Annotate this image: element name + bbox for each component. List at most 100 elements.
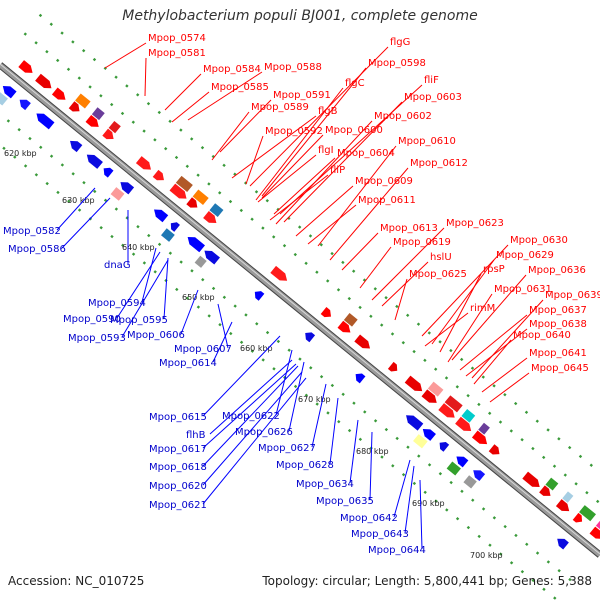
forward-gene — [35, 73, 52, 89]
gene-label-forward: Mpop_0613 — [380, 223, 438, 234]
gc-dot — [460, 489, 464, 494]
reverse-gene — [170, 222, 180, 232]
gc-dot — [319, 243, 323, 247]
gene-label-reverse: flhB — [186, 430, 206, 441]
gc-dot — [293, 252, 297, 257]
gc-dot — [39, 145, 43, 150]
gc-dot — [233, 304, 237, 308]
gc-dot — [395, 436, 399, 441]
gc-dot — [120, 111, 125, 116]
accession-label: Accession: NC_010725 — [8, 574, 145, 588]
gene-label-forward: Mpop_0610 — [398, 136, 456, 147]
gene-label-forward: Mpop_0645 — [531, 363, 589, 374]
gene-label-reverse: Mpop_0621 — [149, 500, 207, 511]
gc-dot — [196, 305, 201, 309]
gc-dot — [481, 375, 485, 379]
gc-dot — [239, 208, 243, 213]
gc-dot — [282, 244, 287, 248]
forward-gene — [572, 512, 583, 523]
forward-gene — [186, 197, 198, 208]
gc-dot — [164, 146, 168, 151]
forward-cog-block — [444, 395, 463, 413]
tick-label: 700 kbp — [470, 551, 503, 560]
gene-label-reverse: Mpop_0622 — [222, 411, 280, 422]
forward-gene-group — [102, 128, 114, 140]
gc-dot — [110, 234, 114, 239]
gene-label-forward: Mpop_0588 — [264, 62, 322, 73]
leader-line — [257, 154, 317, 203]
gene-label-forward: Mpop_0598 — [368, 58, 426, 69]
forward-cog-block — [461, 409, 476, 423]
gc-dot — [358, 305, 362, 310]
gc-dot — [499, 552, 503, 556]
forward-cog-block — [209, 203, 224, 217]
gc-dot — [531, 578, 535, 583]
leader-line — [288, 361, 305, 432]
gene-label-forward: flgI — [318, 145, 334, 156]
reverse-gene-group — [355, 373, 366, 384]
gene-label-reverse: Mpop_0628 — [276, 460, 334, 471]
leader-line — [311, 383, 327, 448]
forward-gene-group — [572, 512, 583, 523]
gc-dot — [298, 357, 302, 361]
reverse-gene — [2, 86, 17, 99]
reverse-gene — [204, 250, 220, 265]
forward-gene-group — [539, 485, 551, 496]
gc-dot — [471, 498, 475, 502]
gc-dot — [352, 401, 356, 405]
forward-gene-group — [320, 307, 332, 318]
gene-label-reverse: Mpop_0606 — [127, 330, 185, 341]
tick-label: 680 kbp — [356, 447, 389, 456]
gc-dot — [401, 472, 406, 477]
reverse-gene-group — [422, 429, 436, 441]
leader-line — [249, 46, 389, 187]
gc-dot — [319, 374, 324, 379]
leader-line — [393, 459, 411, 518]
gc-dot — [304, 393, 309, 397]
gc-dot — [488, 543, 492, 547]
leader-line — [459, 314, 528, 371]
gc-dot — [481, 507, 486, 511]
forward-gene — [152, 169, 164, 181]
forward-gene-group — [438, 403, 455, 418]
reverse-gene-group — [36, 113, 55, 130]
gc-dot — [525, 542, 529, 546]
gc-dot — [77, 208, 82, 212]
gc-dot — [358, 437, 363, 442]
leader-line — [451, 274, 527, 361]
reverse-cog-block — [161, 228, 175, 242]
leader-line — [465, 328, 528, 377]
gc-dot — [406, 445, 410, 449]
gc-dot — [520, 438, 524, 442]
gc-dot — [261, 226, 265, 230]
gc-dot — [6, 119, 11, 123]
forward-cog-block — [343, 313, 358, 327]
gc-dot — [384, 295, 388, 300]
gc-dot — [56, 190, 60, 195]
gene-label-reverse: Mpop_0615 — [149, 412, 207, 423]
gc-dot — [244, 313, 248, 317]
gc-dot — [330, 383, 335, 388]
gc-dot — [423, 358, 427, 363]
gc-dot — [38, 13, 43, 18]
reverse-cog-block — [446, 461, 461, 476]
gc-dot — [405, 313, 410, 317]
gene-label-forward: Mpop_0611 — [358, 195, 416, 206]
forward-gene — [354, 334, 371, 349]
leader-line — [144, 57, 147, 97]
leader-line — [245, 135, 264, 185]
gc-dot — [45, 181, 49, 186]
gc-dot — [287, 348, 291, 352]
reverse-cog-block — [0, 91, 8, 106]
gc-dot — [520, 569, 525, 574]
gene-label-reverse: Mpop_0644 — [368, 545, 426, 556]
forward-gene-group — [35, 73, 52, 89]
gc-dot — [131, 252, 136, 256]
gc-dot — [589, 463, 593, 467]
gc-dot — [326, 411, 330, 415]
gc-dot — [466, 525, 471, 530]
reverse-cog-block — [194, 255, 207, 268]
reverse-gene — [254, 291, 265, 301]
gc-dot — [146, 101, 151, 106]
gene-label-reverse: Mpop_0626 — [235, 427, 293, 438]
